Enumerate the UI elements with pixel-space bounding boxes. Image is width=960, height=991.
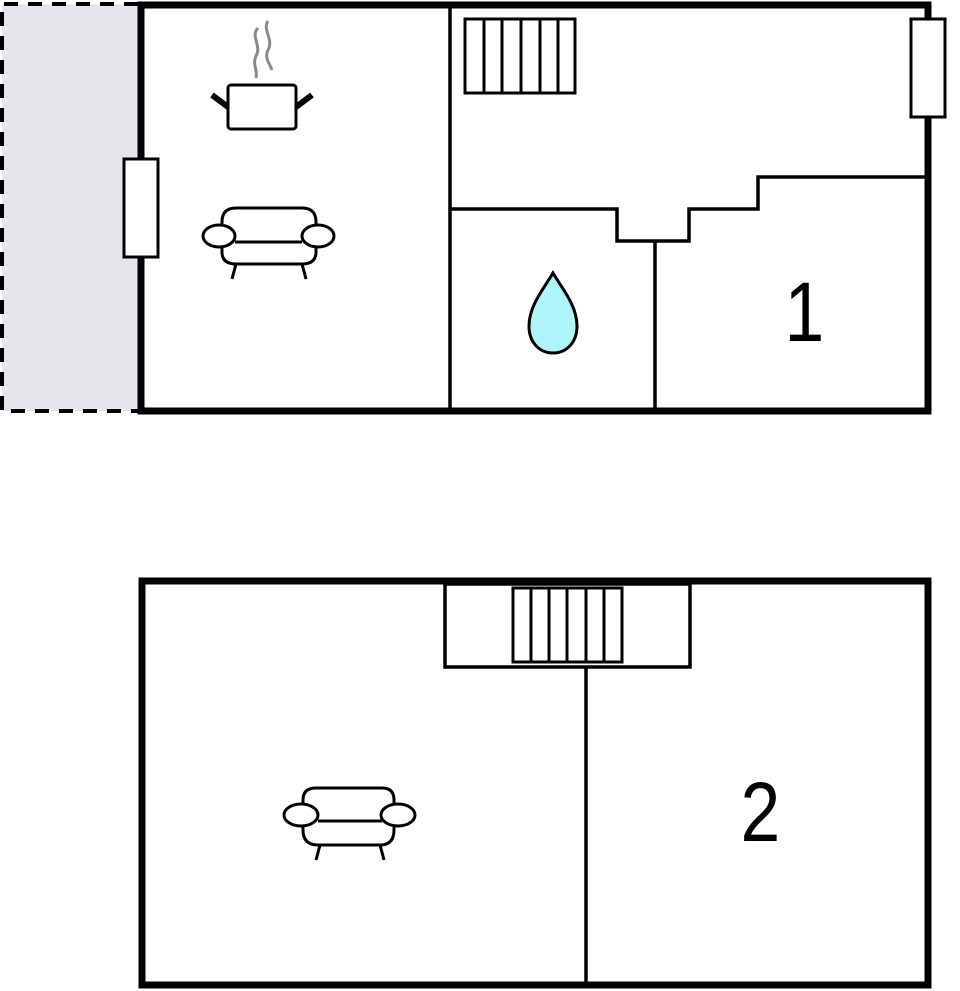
stairs-icon bbox=[511, 586, 624, 664]
upper-floor-outer-wall bbox=[138, 577, 932, 989]
room-label-bedroom-1: 1 bbox=[784, 265, 825, 359]
interior-walls bbox=[448, 5, 928, 411]
stairs-icon bbox=[463, 17, 577, 95]
sofa-icon bbox=[282, 786, 417, 861]
sofa-icon bbox=[201, 206, 336, 280]
terrace bbox=[0, 2, 138, 413]
door-entrance bbox=[909, 17, 947, 119]
cooking-pot-icon bbox=[210, 20, 314, 131]
room-label-bedroom-2: 2 bbox=[740, 765, 781, 859]
ground-floor bbox=[0, 1, 947, 415]
upper-floor bbox=[138, 577, 932, 989]
water-drop-icon bbox=[527, 269, 579, 355]
door-terrace bbox=[122, 157, 160, 259]
